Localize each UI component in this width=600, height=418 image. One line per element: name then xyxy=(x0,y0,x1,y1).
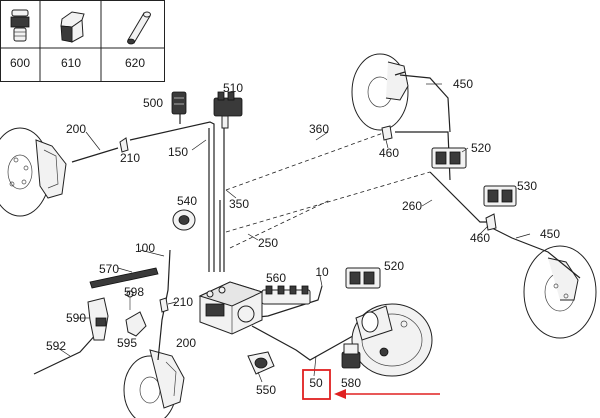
part-580-clip xyxy=(341,343,361,369)
part-530-sensor xyxy=(483,185,517,207)
label-560: 560 xyxy=(266,271,286,285)
label-598: 598 xyxy=(124,285,144,299)
legend-label-610: 610 xyxy=(61,56,81,70)
legend-label-600: 600 xyxy=(10,56,30,70)
label-360: 360 xyxy=(309,122,329,136)
label-210-mid: 210 xyxy=(173,295,193,309)
legend-box: 600 610 620 xyxy=(0,0,165,82)
label-520-mid: 520 xyxy=(384,259,404,273)
part-210-clip-mid xyxy=(159,297,169,313)
label-592: 592 xyxy=(46,339,66,353)
label-460-right: 460 xyxy=(470,231,490,245)
leader-lines xyxy=(57,83,531,383)
label-450-right: 450 xyxy=(540,227,560,241)
label-350: 350 xyxy=(229,197,249,211)
label-50: 50 xyxy=(309,376,323,390)
part-510-connector xyxy=(213,91,243,129)
label-570: 570 xyxy=(99,262,119,276)
label-250: 250 xyxy=(258,236,278,250)
brake-disc-rear-right xyxy=(523,245,597,339)
highlight-part-50 xyxy=(302,369,331,400)
part-labels: 450 510 500 360 200 210 150 460 520 540 … xyxy=(46,77,560,397)
label-590: 590 xyxy=(66,311,86,325)
label-550: 550 xyxy=(256,383,276,397)
label-260: 260 xyxy=(402,199,422,213)
part-520-connector-mid xyxy=(345,267,381,289)
part-560-clip-strip xyxy=(261,285,311,305)
label-580: 580 xyxy=(341,376,361,390)
legend-label-620: 620 xyxy=(125,56,145,70)
part-570-strip xyxy=(89,267,159,289)
label-500: 500 xyxy=(143,96,163,110)
part-460-clip-right xyxy=(485,213,497,231)
part-540-grommet xyxy=(172,209,196,231)
label-10: 10 xyxy=(315,265,329,279)
label-510: 510 xyxy=(223,81,243,95)
part-500-valve xyxy=(171,91,187,115)
label-460-top: 460 xyxy=(379,146,399,160)
brake-disc-front-left xyxy=(0,127,67,217)
sleeve-icon xyxy=(127,11,151,45)
label-200-left: 200 xyxy=(66,122,86,136)
label-210-left: 210 xyxy=(120,151,140,165)
highlight-arrow-icon xyxy=(334,389,440,399)
label-520-top: 520 xyxy=(471,141,491,155)
abs-control-unit xyxy=(198,281,264,335)
label-100: 100 xyxy=(135,241,155,255)
brake-disc-rear-top xyxy=(351,53,409,131)
label-200-bottom: 200 xyxy=(176,336,196,350)
part-595-holder xyxy=(125,311,147,337)
part-590-bracket xyxy=(87,297,109,341)
label-450-top: 450 xyxy=(453,77,473,91)
brake-lines xyxy=(33,74,581,375)
part-550-grommet xyxy=(247,351,275,375)
label-150: 150 xyxy=(168,145,188,159)
bolt-fitting-icon xyxy=(10,9,30,42)
part-460-clip-top xyxy=(381,125,393,141)
label-530: 530 xyxy=(517,179,537,193)
hex-nut-icon xyxy=(60,11,85,43)
brake-disc-front-bottom xyxy=(123,349,185,418)
brake-booster xyxy=(351,303,433,377)
part-210-clip-left xyxy=(119,137,129,153)
label-540: 540 xyxy=(177,194,197,208)
part-598-bolt xyxy=(126,290,134,310)
label-595: 595 xyxy=(117,336,137,350)
part-520-sensor-top xyxy=(431,147,467,169)
